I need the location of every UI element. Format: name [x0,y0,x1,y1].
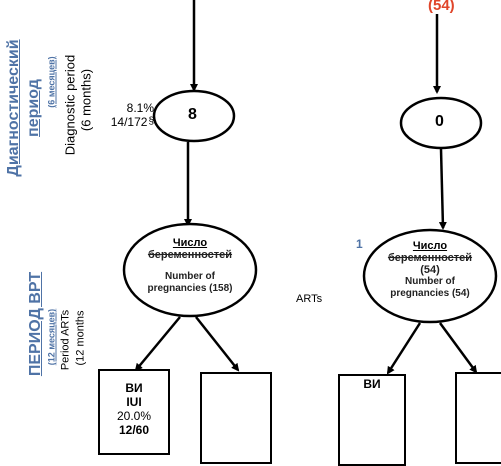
iui-box-ru: ВИ [125,381,143,395]
diagnostic-period-ru-title: Диагностический период [5,39,42,177]
art-period-en-line1: Period ARTs [59,309,72,371]
stray-mark: 1 [356,237,363,251]
arrow-right-to-box1 [386,322,422,375]
iui-box-fraction: 12/60 [118,423,150,437]
arrow-left-to-iui [134,316,181,372]
right-box-ru: ВИ [363,377,381,391]
art-period-ru-sub: (12 месяцев) [46,308,57,366]
arrow-right-mid [438,148,447,230]
left-pregnancy-ellipse [122,222,258,318]
right-second-box [455,372,501,464]
right-pregnancy-ellipse [362,228,498,324]
right-ellipse-text: Число беременностей (54) Number of pregn… [368,240,492,300]
right-count-node [399,96,483,150]
arrow-right-to-box2 [438,322,478,374]
arrow-left-to-box2 [195,316,240,372]
left-stat-percent: 8.1% [126,101,154,115]
left-ellipse-en-line2: pregnancies (158) [147,283,233,294]
left-node-value: 8 [188,106,197,123]
left-second-box [200,372,272,464]
right-ellipse-en-line1: Number of [405,276,455,287]
right-node-value: 0 [435,113,444,130]
left-iui-box: ВИ IUI 20.0% 12/60 [98,369,170,455]
right-first-box: ВИ [338,374,406,466]
right-ellipse-ru-title: Число [412,240,448,252]
section-mark: § [148,116,154,127]
art-period-ru-title: ПЕРИОД ВРТ [27,271,44,377]
right-ellipse-en-line2: pregnancies (54) [390,288,470,299]
art-period-en-line2: (12 months [74,310,87,366]
left-ellipse-ru-title: Число [172,237,208,249]
diagnostic-period-ru-sub: (6 месяцев) [46,56,57,108]
left-count-node [152,89,236,143]
left-ellipse-text: Число беременностей Number of pregnancie… [128,237,252,295]
right-ellipse-count: (54) [420,264,440,276]
left-ellipse-ru-struck: беременностей [147,249,233,261]
right-ellipse-ru-struck: беременностей [387,252,473,264]
left-stat-fraction: 14/172§ [110,115,154,129]
left-stat: 8.1% 14/172§ [96,101,154,129]
diagnostic-period-en-line1: Diagnostic period [62,54,78,156]
top-count: (54) [428,0,455,14]
middle-arts-label: ARTs [296,293,323,305]
iui-box-percent: 20.0% [116,409,152,423]
iui-box-en: IUI [126,395,142,409]
left-ellipse-en-line1: Number of [165,271,215,282]
diagnostic-period-en-line2: (6 months) [78,68,94,132]
